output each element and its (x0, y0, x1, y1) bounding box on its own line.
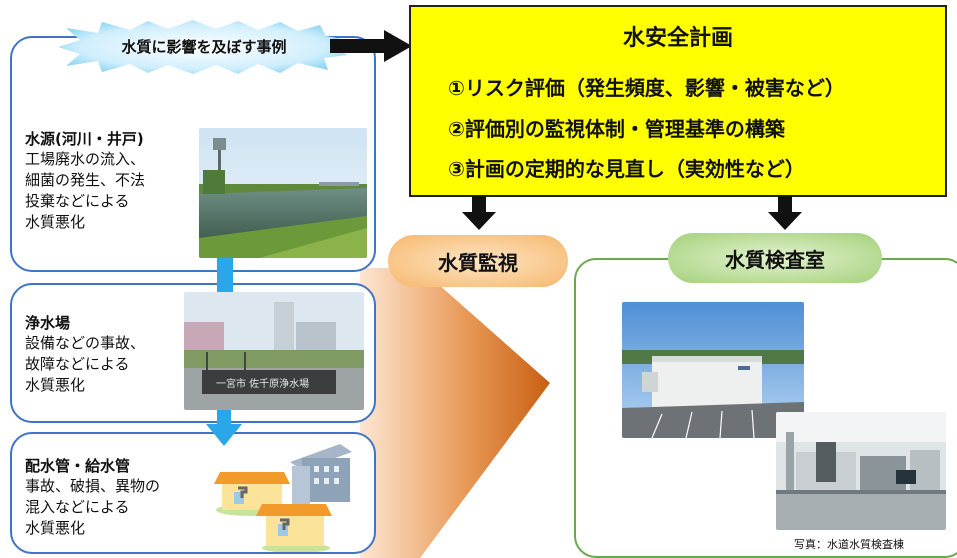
case-source-title: 水源(河川・井戸) (25, 130, 144, 148)
plan-item-2: ②評価別の監視体制・管理基準の構築 (448, 117, 785, 141)
plan-item-1: ①リスク評価（発生頻度、影響・被害など） (448, 76, 845, 100)
lab-pill: 水質検査室 (668, 233, 882, 283)
right-arrow-icon (330, 30, 412, 62)
down-arrow-monitor-icon (462, 196, 496, 230)
river-photo (199, 128, 367, 258)
burst-shape (58, 20, 348, 74)
monitor-label: 水質監視 (438, 250, 518, 275)
case-pipe-desc: 事故、破損、異物の 混入などによる 水質悪化 (25, 477, 161, 537)
lab-label: 水質検査室 (725, 247, 825, 272)
case-pipe-title: 配水管・給水管 (25, 457, 131, 475)
plan-item-3: ③計画の定期的な見直し（実効性など） (448, 157, 805, 181)
water-safety-plan-box (409, 5, 947, 197)
down-arrow-lab-icon (768, 196, 802, 230)
lab-photo-caption: 写真：水道水質検査棟 (794, 538, 904, 551)
lab-interior-photo (776, 412, 946, 530)
case-plant-title: 浄水場 (25, 314, 71, 332)
lab-building-photo (622, 302, 804, 438)
flow-arrow (360, 268, 550, 558)
plant-photo (184, 292, 364, 410)
monitor-pill: 水質監視 (388, 235, 568, 287)
plant-sign-text: 一宮市 佐千原浄水場 (216, 379, 310, 390)
houses-illustration (214, 444, 352, 552)
case-plant-desc: 設備などの事故、 故障などによる 水質悪化 (25, 334, 146, 394)
burst-label: 水質に影響を及ぼす事例 (121, 38, 287, 56)
plan-title: 水安全計画 (622, 26, 733, 51)
case-source-desc: 工場廃水の流入、 細菌の発生、不法 投棄などによる 水質悪化 (25, 150, 146, 231)
